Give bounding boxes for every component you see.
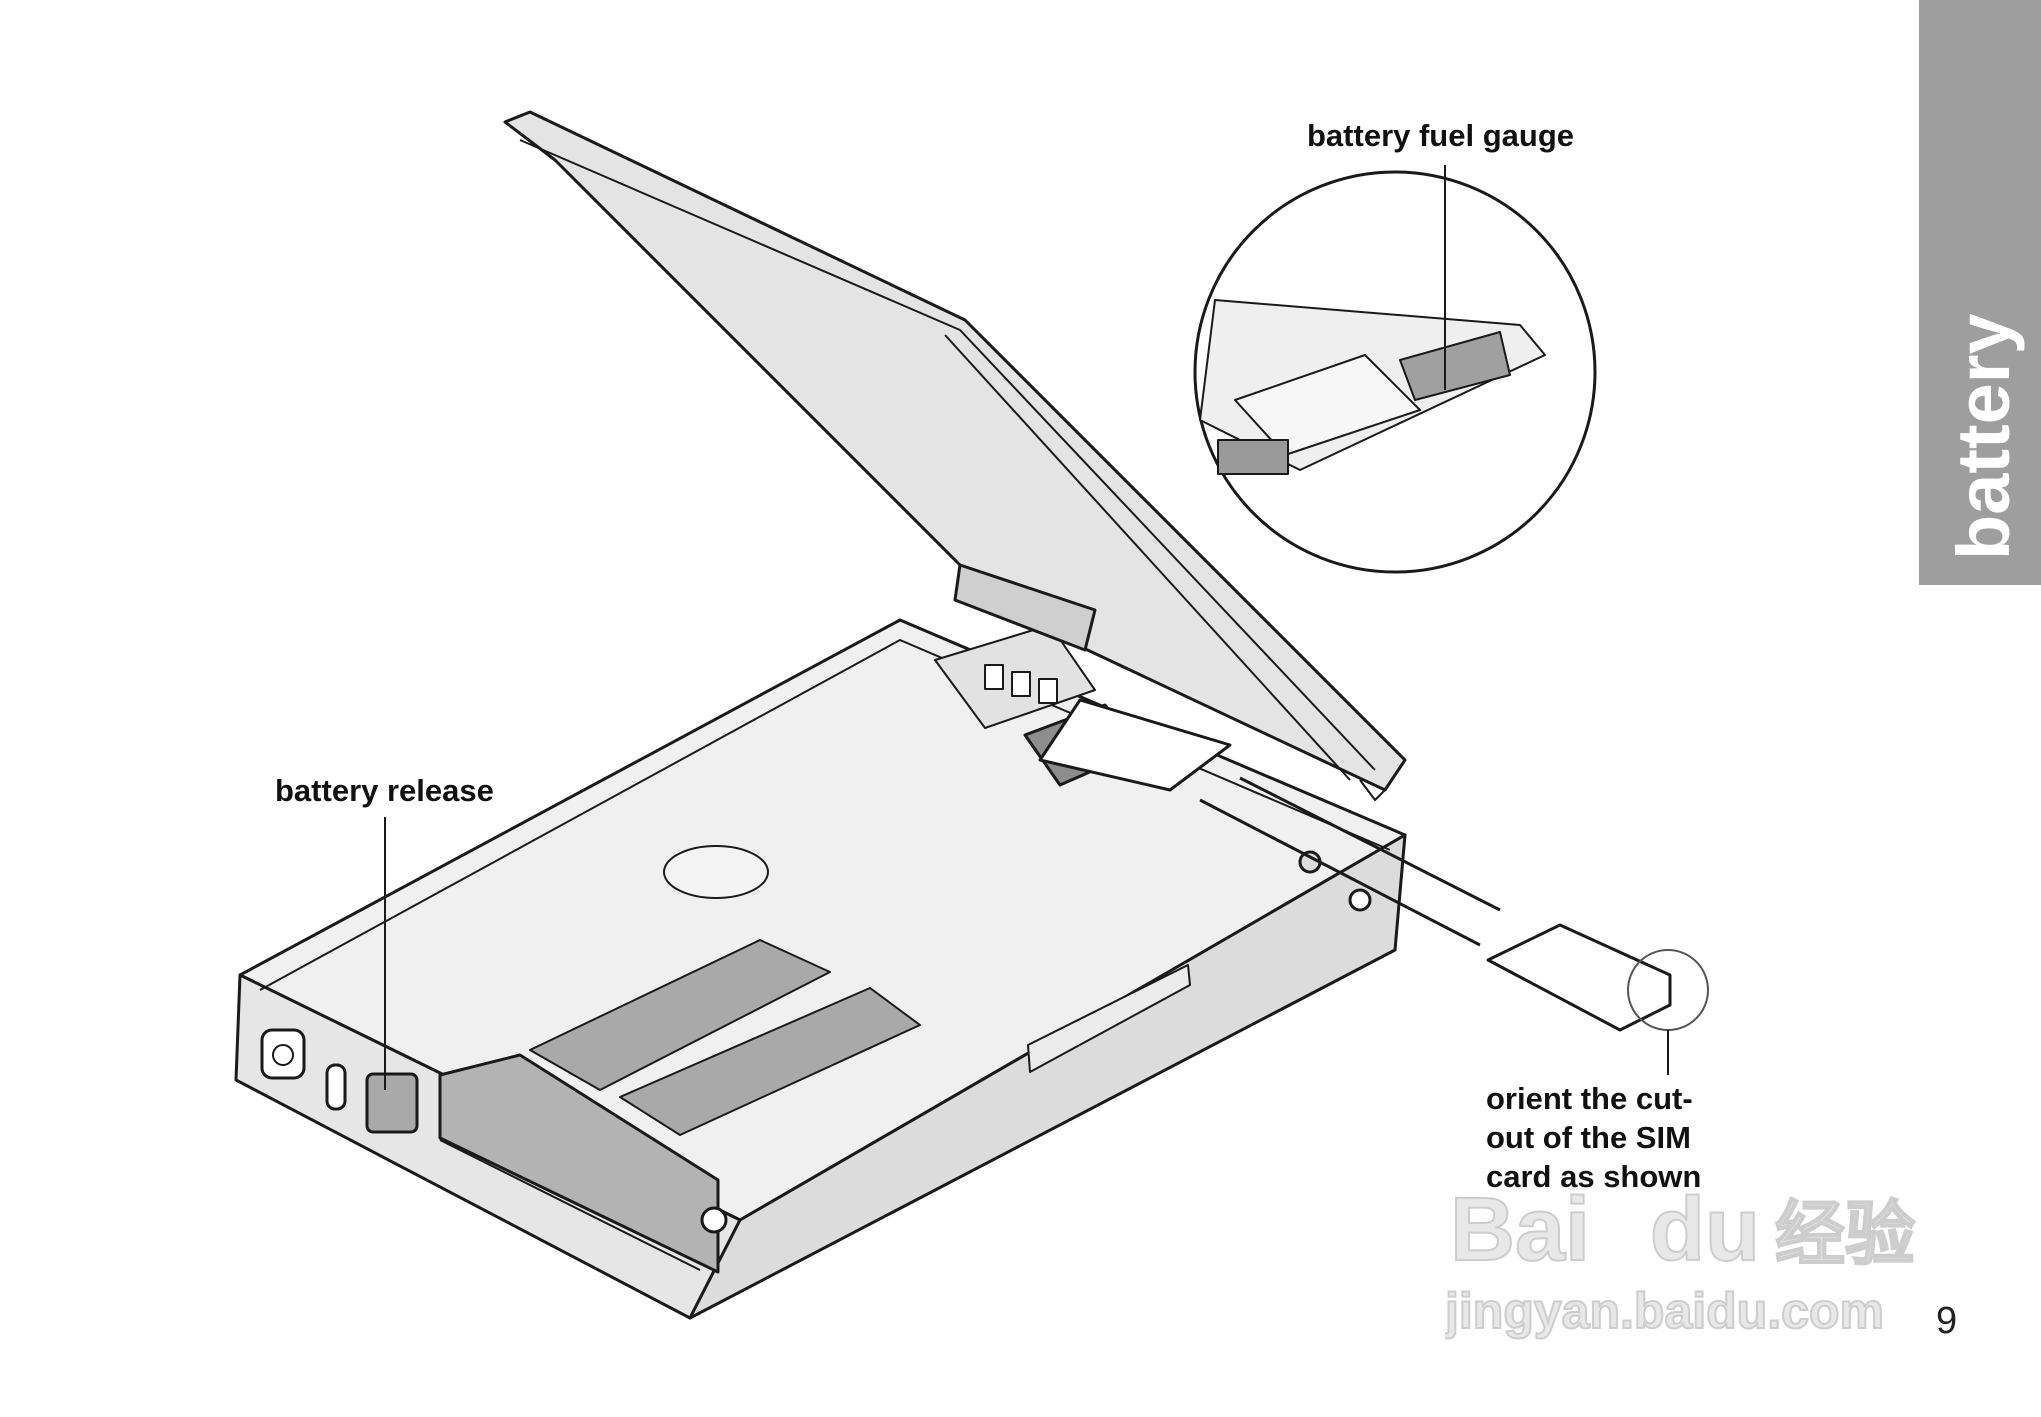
fuel-gauge-callout: battery fuel gauge — [1307, 118, 1574, 153]
sim-card-drawing — [1486, 923, 1709, 1075]
fuel-gauge-detail — [1193, 165, 1597, 574]
svg-text:经验: 经验 — [1775, 1193, 1915, 1275]
device-body — [234, 618, 1407, 1320]
section-tab — [1919, 0, 2041, 585]
svg-text:Bai: Bai — [1450, 1180, 1590, 1280]
svg-text:jingyan.baidu.com: jingyan.baidu.com — [1445, 1283, 1884, 1339]
battery-compartment — [934, 624, 1232, 792]
baidu-watermark: Bai du 经验 jingyan.baidu.com — [1445, 1179, 1916, 1340]
section-tab-label: battery — [1942, 313, 2025, 560]
page-number: 9 — [1936, 1300, 1958, 1342]
sim-orientation-callout: orient the cut- out of the SIM card as s… — [1486, 1081, 1702, 1194]
battery-release-callout: battery release — [275, 773, 494, 808]
svg-text:du: du — [1650, 1180, 1760, 1280]
device-lid — [503, 110, 1407, 801]
sim-insertion-lines — [1199, 776, 1501, 947]
